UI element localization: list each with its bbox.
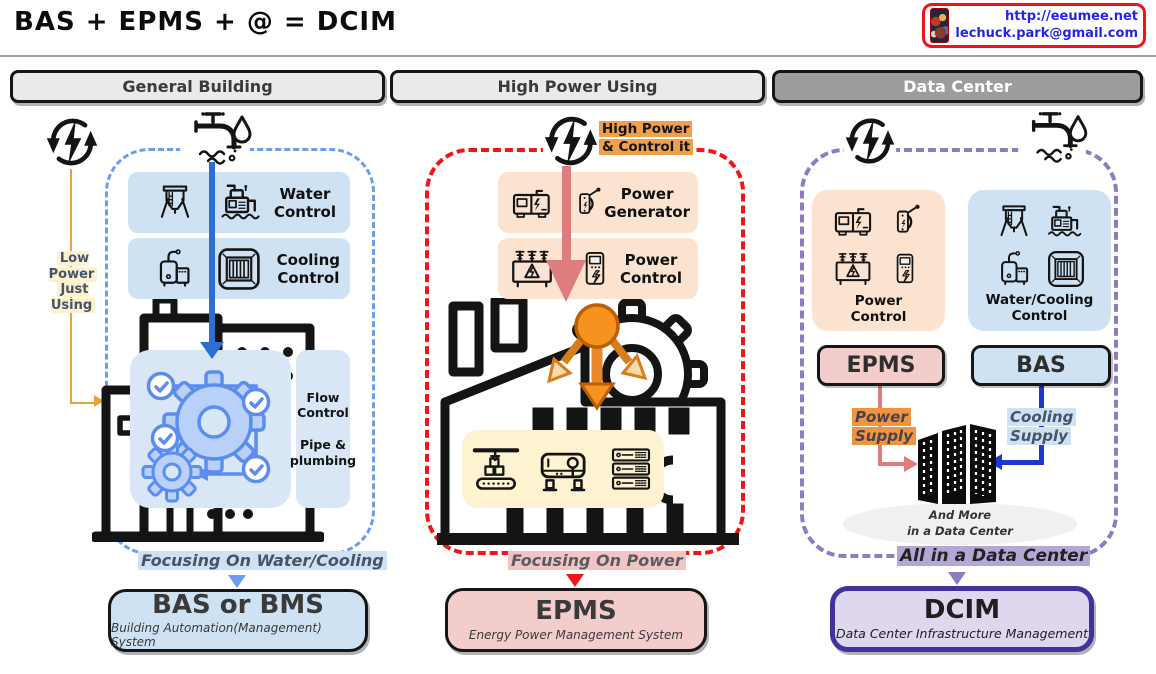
transformer-icon (835, 252, 870, 285)
power-supply-line (878, 386, 882, 466)
crank-generator-icon (896, 203, 921, 233)
high-power-focusing-label: Focusing On Power (508, 551, 686, 570)
author-url: http://eeumee.net (1005, 8, 1138, 24)
header-data-center: Data Center (772, 70, 1143, 103)
power-generator-label: Power Generator (604, 184, 690, 221)
epms-result-title: EPMS (535, 596, 617, 627)
server-rack-icon (611, 448, 651, 490)
power-flow-line (562, 166, 571, 262)
page-title: BAS + EPMS + @ = DCIM (14, 7, 397, 37)
gears-workflow-icon (141, 370, 271, 503)
automation-gears-panel (130, 350, 291, 508)
dc-bas-label: BAS (1016, 353, 1066, 378)
water-faucet-icon (1016, 108, 1088, 164)
power-control-label: Power Control (619, 250, 682, 287)
all-in-dc-label: All in a Data Center (897, 546, 1091, 566)
author-email: lechuck.park@gmail.com (955, 25, 1138, 41)
low-power-line-elbow (70, 402, 95, 404)
title-divider (0, 55, 1156, 57)
epms-result-box: EPMS Energy Power Management System (445, 588, 707, 652)
dcim-result-subtitle: Data Center Infrastructure Management (836, 626, 1088, 642)
power-cycle-icon (542, 112, 600, 170)
ac-unit-icon (1047, 250, 1084, 287)
ac-unit-icon (218, 247, 260, 290)
power-controller-icon (896, 253, 913, 283)
power-control-box: Power Control (498, 238, 698, 299)
dc-result-arrow (948, 572, 966, 585)
dc-epms-label: EPMS (846, 353, 916, 378)
power-generator-box: Power Generator (498, 172, 698, 233)
author-artwork-image (930, 8, 950, 43)
water-faucet-icon (178, 108, 252, 166)
cooling-control-box: Cooling Control (128, 238, 350, 299)
power-cycle-icon (843, 114, 897, 168)
power-supply-elbow (878, 462, 906, 466)
low-power-label: Low Power Just Using (34, 251, 112, 313)
cooling-supply-label: Cooling Supply (1007, 408, 1077, 446)
conveyor-icon (470, 443, 522, 495)
high-power-result-arrow (566, 574, 584, 587)
pipe-plumbing-label: Pipe & plumbing (289, 437, 357, 468)
crank-generator-icon (578, 186, 602, 214)
high-power-note: High Power & Control it (599, 120, 694, 156)
water-pump-icon (1047, 205, 1081, 237)
boiler-icon (1000, 250, 1028, 285)
header-high-power-label: High Power Using (497, 77, 658, 96)
bas-result-title: BAS or BMS (152, 589, 324, 620)
power-supply-arrowhead (904, 456, 918, 472)
dc-water-cooling-box: Water/Cooling Control (968, 190, 1111, 331)
author-badge: http://eeumee.net lechuck.park@gmail.com (922, 3, 1146, 48)
power-cycle-icon (44, 114, 100, 170)
dcim-result-box: DCIM Data Center Infrastructure Manageme… (830, 586, 1094, 652)
power-flow-arrowhead (546, 260, 586, 302)
flow-control-label: Flow Control (297, 389, 349, 421)
low-power-arrowhead (94, 395, 104, 407)
dcim-result-title: DCIM (923, 594, 1001, 625)
header-general-building: General Building (10, 70, 385, 103)
generator-icon (834, 207, 871, 236)
header-general-building-label: General Building (122, 77, 273, 96)
water-flow-arrowhead (200, 342, 224, 359)
header-data-center-label: Data Center (903, 77, 1012, 96)
author-contact: http://eeumee.net lechuck.park@gmail.com (955, 9, 1138, 43)
header-high-power-using: High Power Using (390, 70, 765, 103)
power-supply-label: Power Supply (852, 408, 916, 446)
general-result-arrow (228, 575, 246, 588)
dc-epms-box: EPMS (817, 345, 945, 386)
generator-icon (512, 189, 550, 218)
dc-water-cooling-label: Water/Cooling Control (985, 291, 1094, 324)
machine-icon (540, 452, 586, 492)
power-distribution-icon (546, 303, 648, 411)
water-tank-icon (160, 185, 190, 218)
cooling-supply-elbow (1002, 460, 1044, 465)
bas-result-subtitle: Building Automation(Management) System (111, 621, 322, 650)
flow-control-panel: Flow Control Pipe & plumbing (290, 350, 356, 508)
water-tank-icon (1000, 205, 1027, 236)
boiler-icon (159, 248, 190, 287)
cooling-control-label: Cooling Control (276, 250, 340, 287)
water-control-label: Water Control (273, 184, 336, 221)
dc-bas-box: BAS (971, 345, 1111, 386)
water-control-box: Water Control (128, 172, 350, 233)
water-flow-line (209, 162, 215, 344)
and-more-ellipse: And More in a Data Center (843, 503, 1077, 545)
dc-power-control-box: Power Control (812, 190, 945, 331)
bas-result-box: BAS or BMS Building Automation(Managemen… (108, 589, 368, 652)
water-pump-icon (221, 183, 260, 220)
factory-equipment-box (462, 430, 664, 508)
epms-result-subtitle: Energy Power Management System (468, 627, 684, 642)
general-focusing-label: Focusing On Water/Cooling (138, 551, 387, 570)
datacenter-racks-icon (918, 424, 996, 504)
dc-power-control-label: Power Control (850, 292, 907, 325)
